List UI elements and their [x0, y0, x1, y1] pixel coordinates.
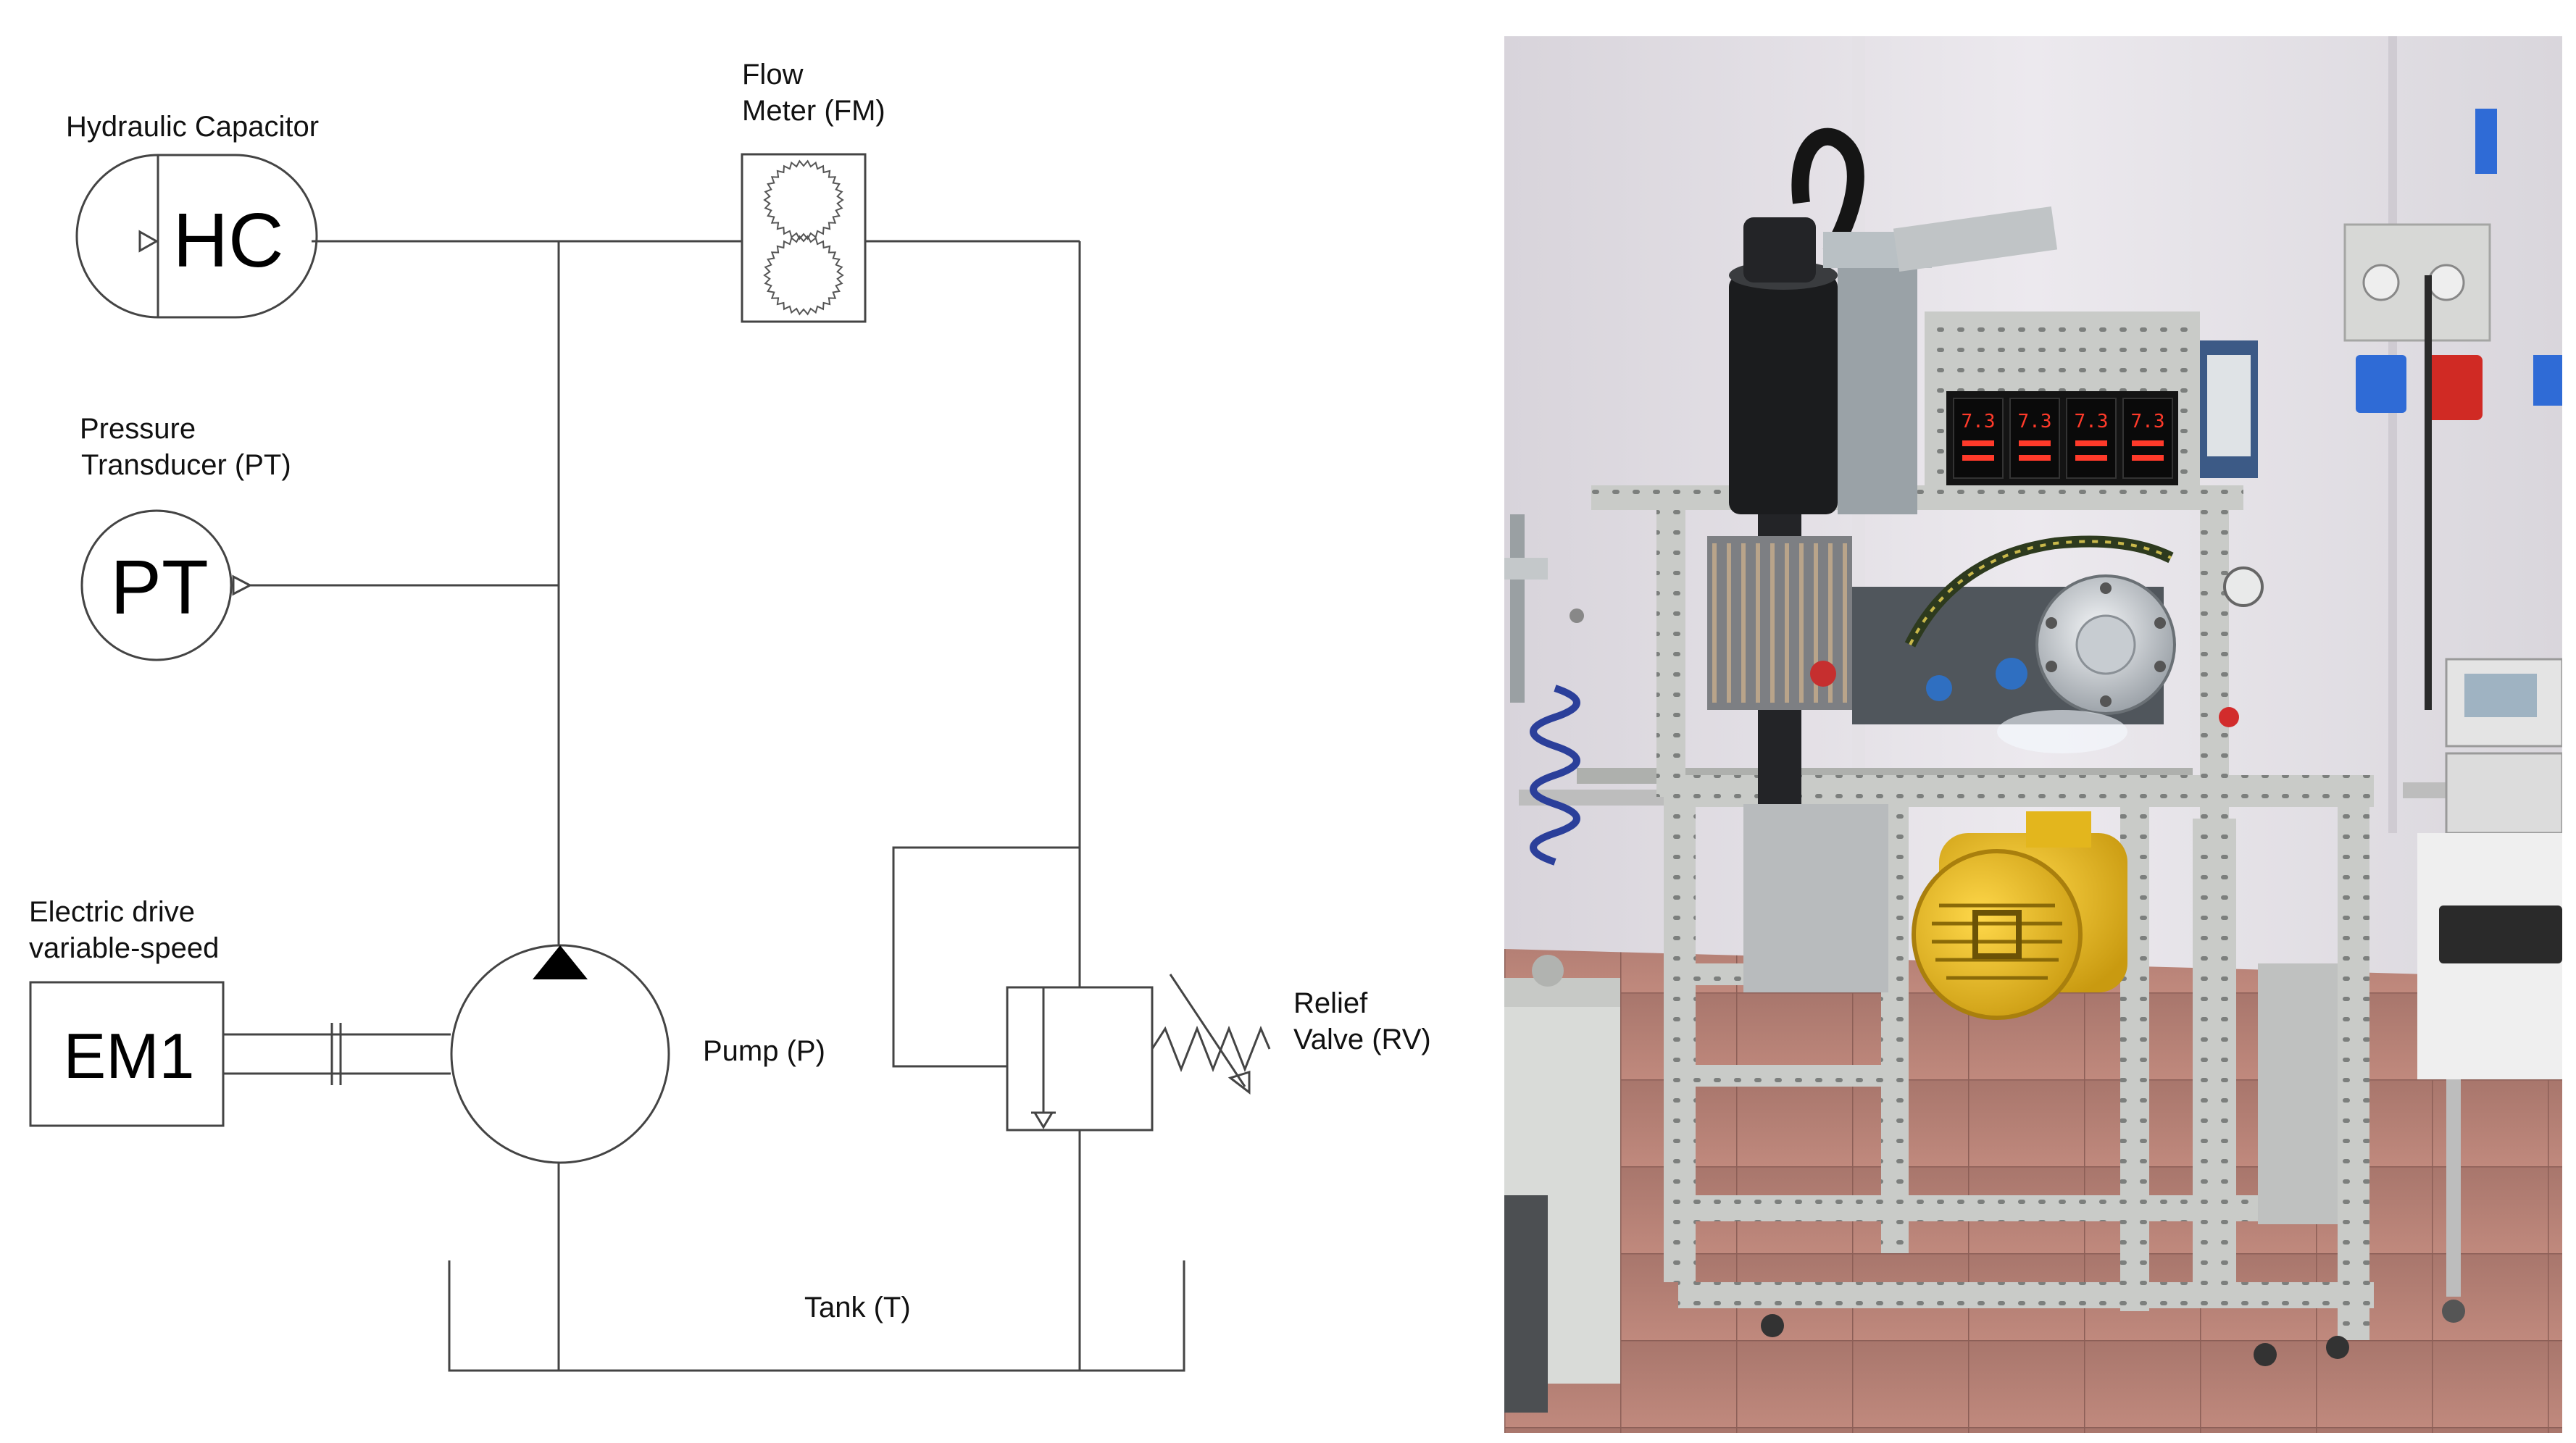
- svg-text:7.3: 7.3: [1962, 411, 1996, 432]
- wall-gas-fittings: [1504, 514, 1584, 866]
- wall-sockets: [2343, 109, 2562, 710]
- display-4: 7.3: [2122, 398, 2173, 479]
- gear-outline: [763, 159, 844, 240]
- floor: [1504, 949, 2562, 1433]
- tank-symbol: [448, 1260, 1185, 1372]
- oil-tank: [1743, 804, 1888, 992]
- electric-drive-symbol-text: EM1: [64, 1020, 195, 1092]
- pressure-gauge-icon: [2223, 566, 2264, 607]
- flow-meter-label-line2: Meter (FM): [742, 95, 885, 127]
- relief-valve-label-line2: Valve (RV): [1293, 1024, 1431, 1055]
- svg-text:7.3: 7.3: [2075, 411, 2109, 432]
- electric-motor: [1912, 811, 2127, 1020]
- pump-label: Pump (P): [703, 1035, 825, 1067]
- test-bench-photo: 7.3 7.3 7.3 7.3: [1504, 36, 2562, 1433]
- electric-drive-symbol: EM1: [29, 981, 225, 1127]
- cable-chain: [2193, 819, 2236, 1297]
- display-3: 7.3: [2066, 398, 2117, 479]
- shaft-coupling: [223, 1023, 451, 1085]
- hydraulic-capacitor-symbol: HC: [75, 154, 318, 319]
- gear-bottom-icon: [763, 235, 844, 316]
- coiled-air-hose: [1530, 685, 1580, 866]
- pressure-transducer-symbol-text: PT: [110, 545, 208, 630]
- hydraulic-schematic: Hydraulic Capacitor HC Flow Meter (FM) P…: [29, 59, 1431, 1372]
- emergency-stop-icon: [2219, 707, 2239, 727]
- electric-drive-label-line2: variable-speed: [29, 932, 219, 964]
- flange-disc: [1997, 574, 2176, 753]
- svg-text:7.3: 7.3: [2131, 411, 2165, 432]
- tank-label: Tank (T): [804, 1292, 911, 1323]
- test-bench-frame: [1577, 485, 2374, 1366]
- gear-motor: [1823, 206, 2058, 514]
- hydraulic-capacitor-symbol-text: HC: [172, 198, 283, 283]
- pump-symbol: [450, 944, 670, 1164]
- left-foreground-stand: [1504, 955, 1620, 1413]
- meter-panel: 7.3 7.3 7.3 7.3: [1925, 311, 2258, 493]
- gear-outline: [763, 235, 844, 316]
- relief-valve-label-line1: Relief: [1293, 987, 1368, 1019]
- hydraulic-lines: [250, 240, 1081, 1371]
- electric-drive-label-line1: Electric drive: [29, 896, 195, 928]
- pump-direction-icon: [533, 945, 588, 979]
- keyboard-icon: [2439, 905, 2562, 963]
- relief-valve-symbol: [1006, 974, 1271, 1132]
- pressure-transducer-label-line2: Transducer (PT): [81, 449, 291, 481]
- gear-top-icon: [763, 159, 844, 240]
- flow-meter-symbol: [741, 153, 867, 323]
- pressure-transducer-label-line1: Pressure: [80, 413, 196, 445]
- display-2: 7.3: [2009, 398, 2060, 479]
- svg-text:7.3: 7.3: [2018, 411, 2052, 432]
- right-bench-instruments: [2417, 658, 2562, 1323]
- flow-meter-label-line1: Flow: [742, 59, 804, 91]
- pressure-transducer-symbol: PT: [80, 509, 253, 661]
- hydraulic-capacitor-label: Hydraulic Capacitor: [66, 111, 319, 143]
- display-1: 7.3: [1953, 398, 2004, 479]
